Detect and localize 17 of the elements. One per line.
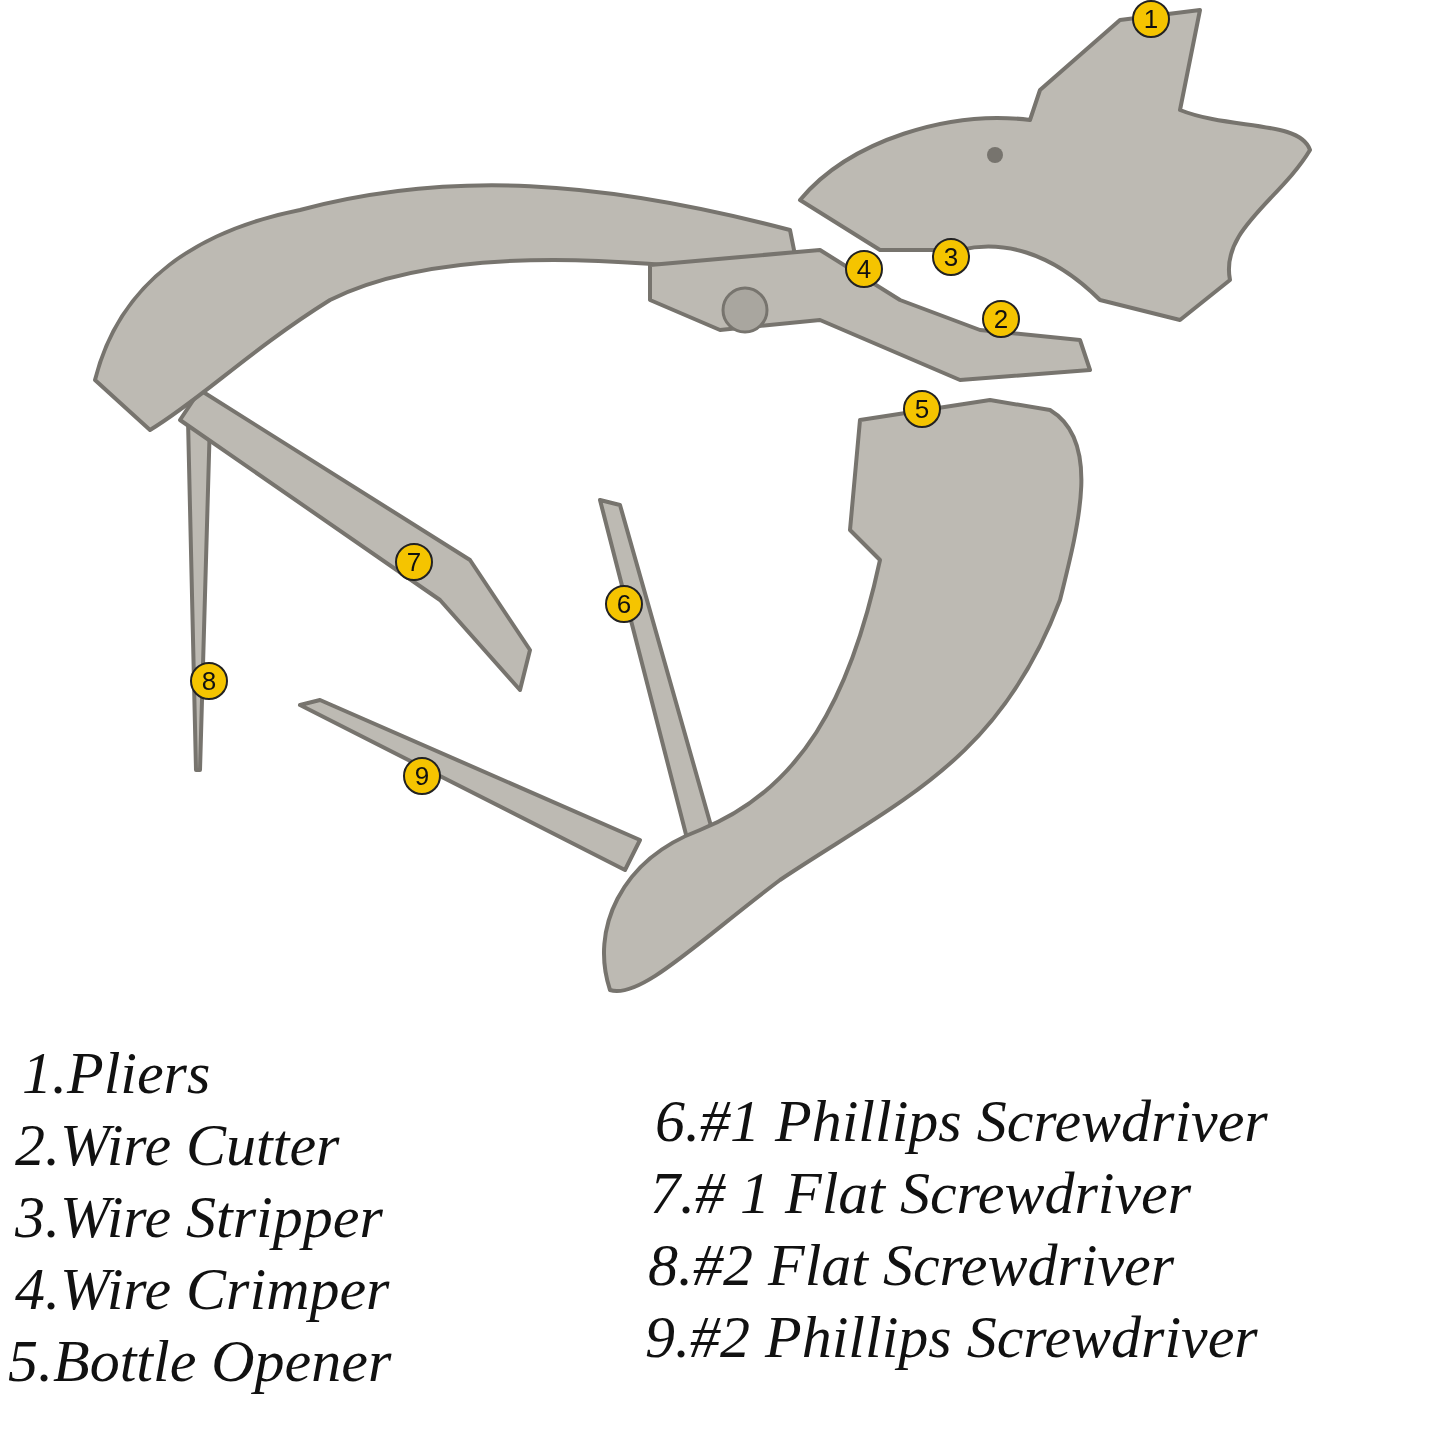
part-name: 9.#2 Phillips Screwdriver (645, 1304, 1258, 1370)
part-name: 1.Pliers (22, 1040, 211, 1106)
part-name: 5.Bottle Opener (8, 1328, 392, 1394)
callout-number: 6 (605, 585, 643, 623)
callout-number: 2 (982, 300, 1020, 338)
callout-number: 3 (932, 238, 970, 276)
callout-number: 4 (845, 250, 883, 288)
part-name: 7.# 1 Flat Screwdriver (650, 1160, 1192, 1226)
part-name: 8.#2 Flat Screwdriver (648, 1232, 1175, 1298)
part-name: 6.#1 Phillips Screwdriver (655, 1088, 1268, 1154)
part-name: 2.Wire Cutter (15, 1112, 340, 1178)
part-name: 3.Wire Stripper (15, 1184, 383, 1250)
callout-number: 9 (403, 757, 441, 795)
callout-number: 8 (190, 662, 228, 700)
callout-number: 5 (903, 390, 941, 428)
callout-number: 1 (1132, 0, 1170, 38)
part-name: 4.Wire Crimper (15, 1256, 390, 1322)
